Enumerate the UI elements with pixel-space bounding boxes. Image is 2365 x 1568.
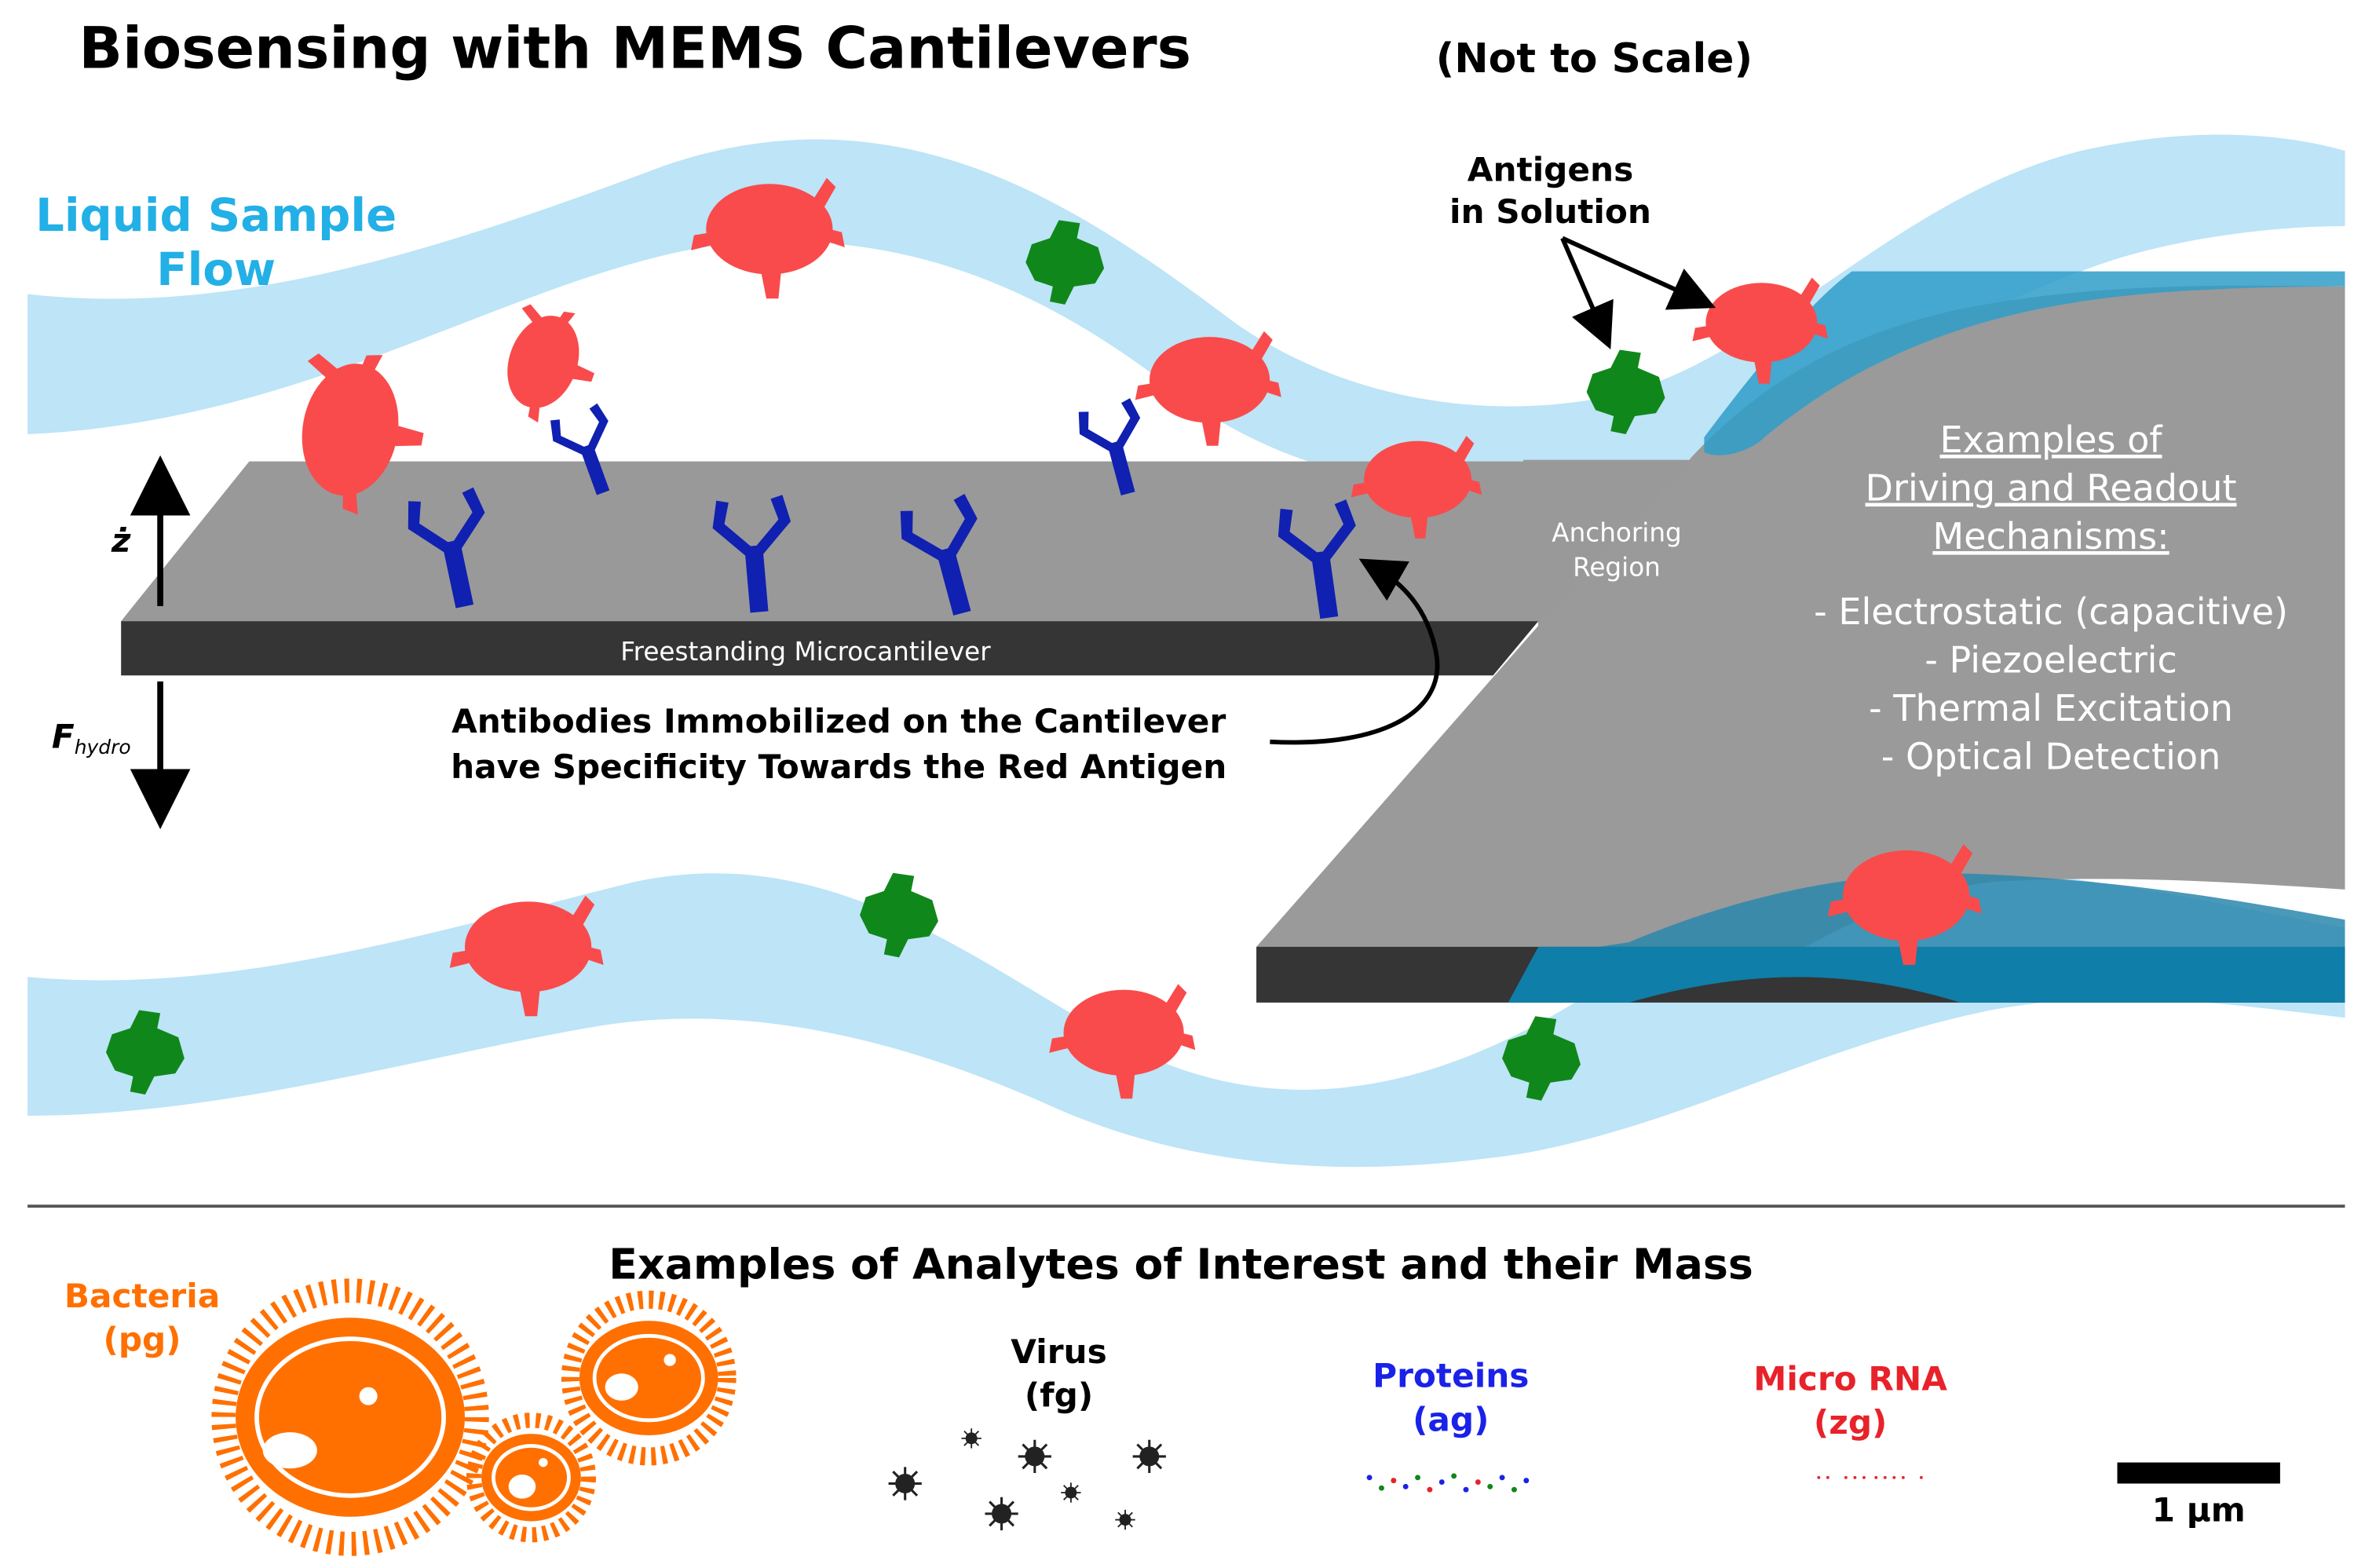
antigens-label-1: Antigens	[1468, 150, 1634, 188]
analytes-heading: Examples of Analytes of Interest and the…	[609, 1239, 1753, 1288]
anchoring-label-1: Anchoring	[1552, 517, 1681, 547]
proteins-label-2: (ag)	[1413, 1400, 1489, 1438]
virus-illustration	[887, 1427, 1168, 1532]
anchor-flow-overlay-top	[1704, 271, 2345, 455]
cantilever-top-surface	[121, 461, 1690, 622]
virus-icon	[983, 1496, 1020, 1532]
anchor-base-flow	[1508, 946, 2345, 1003]
cantilever-label: Freestanding Microcantilever	[620, 637, 991, 667]
scale-note: (Not to Scale)	[1436, 35, 1753, 82]
virus-icon	[1060, 1482, 1082, 1504]
microrna-label-2: (zg)	[1814, 1403, 1887, 1442]
antibodies-note-2: have Specificity Towards the Red Antigen	[451, 747, 1226, 786]
mechanism-item: - Piezoelectric	[1925, 638, 2177, 681]
mechanisms-heading-3: Mechanisms:	[1932, 515, 2169, 557]
antigens-arrow-1	[1560, 237, 1614, 350]
virus-icon	[887, 1465, 923, 1502]
antigens-label-2: in Solution	[1449, 192, 1651, 231]
antigens-arrow-2	[1561, 236, 1716, 310]
cantilever-side	[121, 621, 1539, 676]
virus-label-1: Virus	[1011, 1332, 1106, 1371]
proteins-illustration	[1366, 1473, 1530, 1493]
bacteria-label-2: (pg)	[104, 1320, 181, 1358]
mechanism-item: - Thermal Excitation	[1869, 687, 2233, 729]
microrna-label-1: Micro RNA	[1753, 1359, 1947, 1398]
page-title: Biosensing with MEMS Cantilevers	[79, 15, 1191, 82]
anchoring-label-2: Region	[1573, 553, 1661, 583]
mechanism-item: - Electrostatic (capacitive)	[1814, 590, 2288, 633]
z-label: ż	[111, 521, 131, 560]
virus-icon	[1017, 1438, 1053, 1475]
flow-label-1: Liquid Sample	[35, 189, 397, 242]
proteins-label-1: Proteins	[1373, 1357, 1529, 1395]
antibodies-curved-arrow	[1270, 558, 1440, 745]
virus-icon	[960, 1427, 982, 1449]
bacteria-label-1: Bacteria	[64, 1277, 220, 1315]
flow-label-2: Flow	[156, 243, 276, 296]
virus-icon	[1114, 1508, 1136, 1531]
virus-icon	[1131, 1438, 1168, 1475]
bacteria-illustration	[211, 1278, 737, 1556]
red-antigen-icon	[487, 295, 612, 435]
scale-bar-label: 1 µm	[2152, 1490, 2246, 1529]
virus-label-2: (fg)	[1025, 1376, 1093, 1415]
f-label: Fhydro	[52, 717, 131, 758]
microrna-illustration	[1817, 1475, 1923, 1479]
mechanism-item: - Optical Detection	[1881, 735, 2221, 777]
mechanisms-heading-2: Driving and Readout	[1866, 467, 2237, 510]
scale-bar	[2117, 1462, 2280, 1484]
antibodies-note-1: Antibodies Immobilized on the Cantilever	[451, 702, 1226, 740]
mechanisms-heading-1: Examples of	[1940, 418, 2164, 461]
